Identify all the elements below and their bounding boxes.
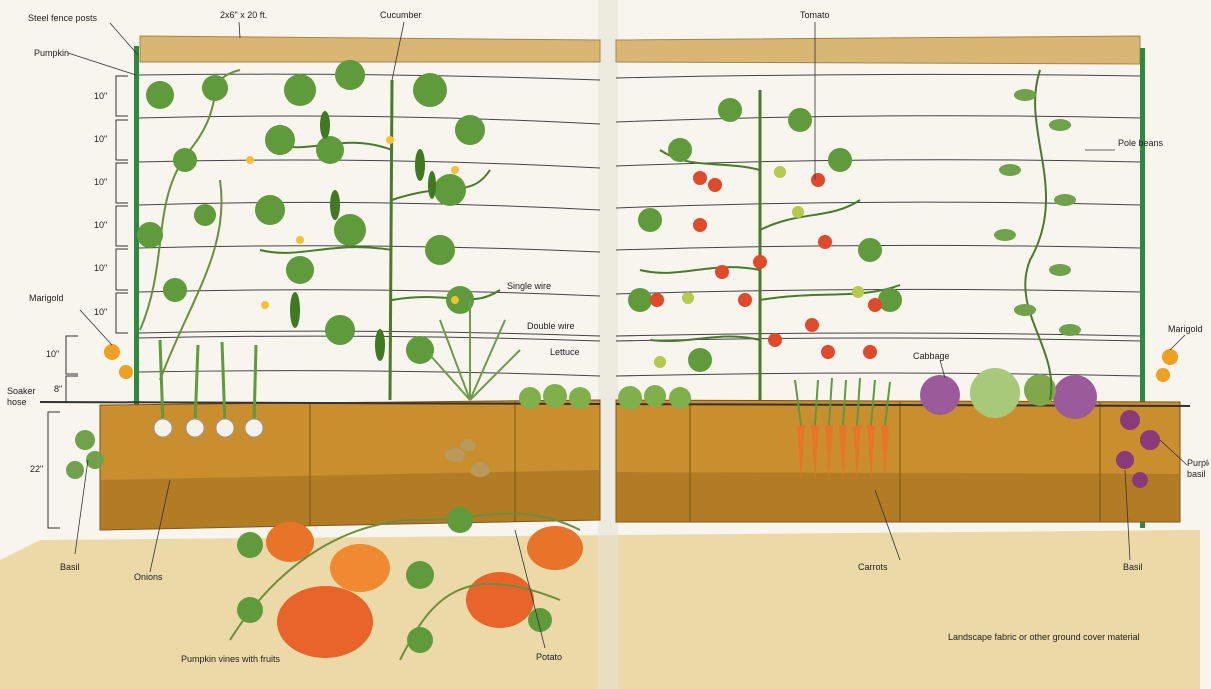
label-carrots: Carrots — [858, 563, 888, 572]
tomato-plant — [628, 90, 902, 400]
straw-bales — [100, 400, 1180, 530]
label-single-wire: Single wire — [507, 282, 551, 291]
marigold-flowers — [104, 344, 1178, 382]
label-lettuce: Lettuce — [550, 348, 580, 357]
label-onions: Onions — [134, 573, 163, 582]
label-tomato: Tomato — [800, 11, 830, 20]
pole-bean-plant — [994, 70, 1081, 400]
basil-left — [66, 430, 104, 479]
label-pumpkin-vines: Pumpkin vines with fruits — [181, 655, 280, 664]
top-board-right — [616, 36, 1140, 64]
label-potato: Potato — [536, 653, 562, 662]
pumpkin-vine-leaves — [137, 75, 228, 302]
label-pole-beans: Pole beans — [1118, 139, 1163, 148]
label-cucumber: Cucumber — [380, 11, 422, 20]
top-board-left — [140, 36, 600, 62]
dim-wire-1: 10" — [94, 92, 107, 101]
label-purple-basil: Purple basil — [1187, 458, 1209, 480]
label-landscape-fabric: Landscape fabric or other ground cover m… — [948, 633, 1140, 642]
cucumber-plant — [246, 60, 500, 400]
dim-hose-gap: 8" — [54, 385, 62, 394]
book-gutter — [598, 0, 618, 689]
label-basil-left: Basil — [60, 563, 80, 572]
label-pumpkin: Pumpkin — [34, 49, 69, 58]
dim-above-bale: 10" — [46, 350, 59, 359]
label-marigold-right: Marigold — [1168, 325, 1203, 334]
label-cabbage: Cabbage — [913, 352, 950, 361]
dim-wire-3: 10" — [94, 178, 107, 187]
dim-wire-4: 10" — [94, 221, 107, 230]
fence-post-left — [134, 46, 139, 411]
label-basil-right: Basil — [1123, 563, 1143, 572]
dim-bale-height: 22" — [30, 465, 43, 474]
label-soaker-hose: Soaker hose — [7, 386, 41, 408]
dim-wire-2: 10" — [94, 135, 107, 144]
label-steel-fence-posts: Steel fence posts — [28, 14, 97, 23]
dim-wire-5: 10" — [94, 264, 107, 273]
label-board: 2x6" x 20 ft. — [220, 11, 267, 20]
cabbage-row — [920, 368, 1097, 419]
dim-wire-6: 10" — [94, 308, 107, 317]
label-double-wire: Double wire — [527, 322, 575, 331]
label-marigold-left: Marigold — [29, 294, 64, 303]
